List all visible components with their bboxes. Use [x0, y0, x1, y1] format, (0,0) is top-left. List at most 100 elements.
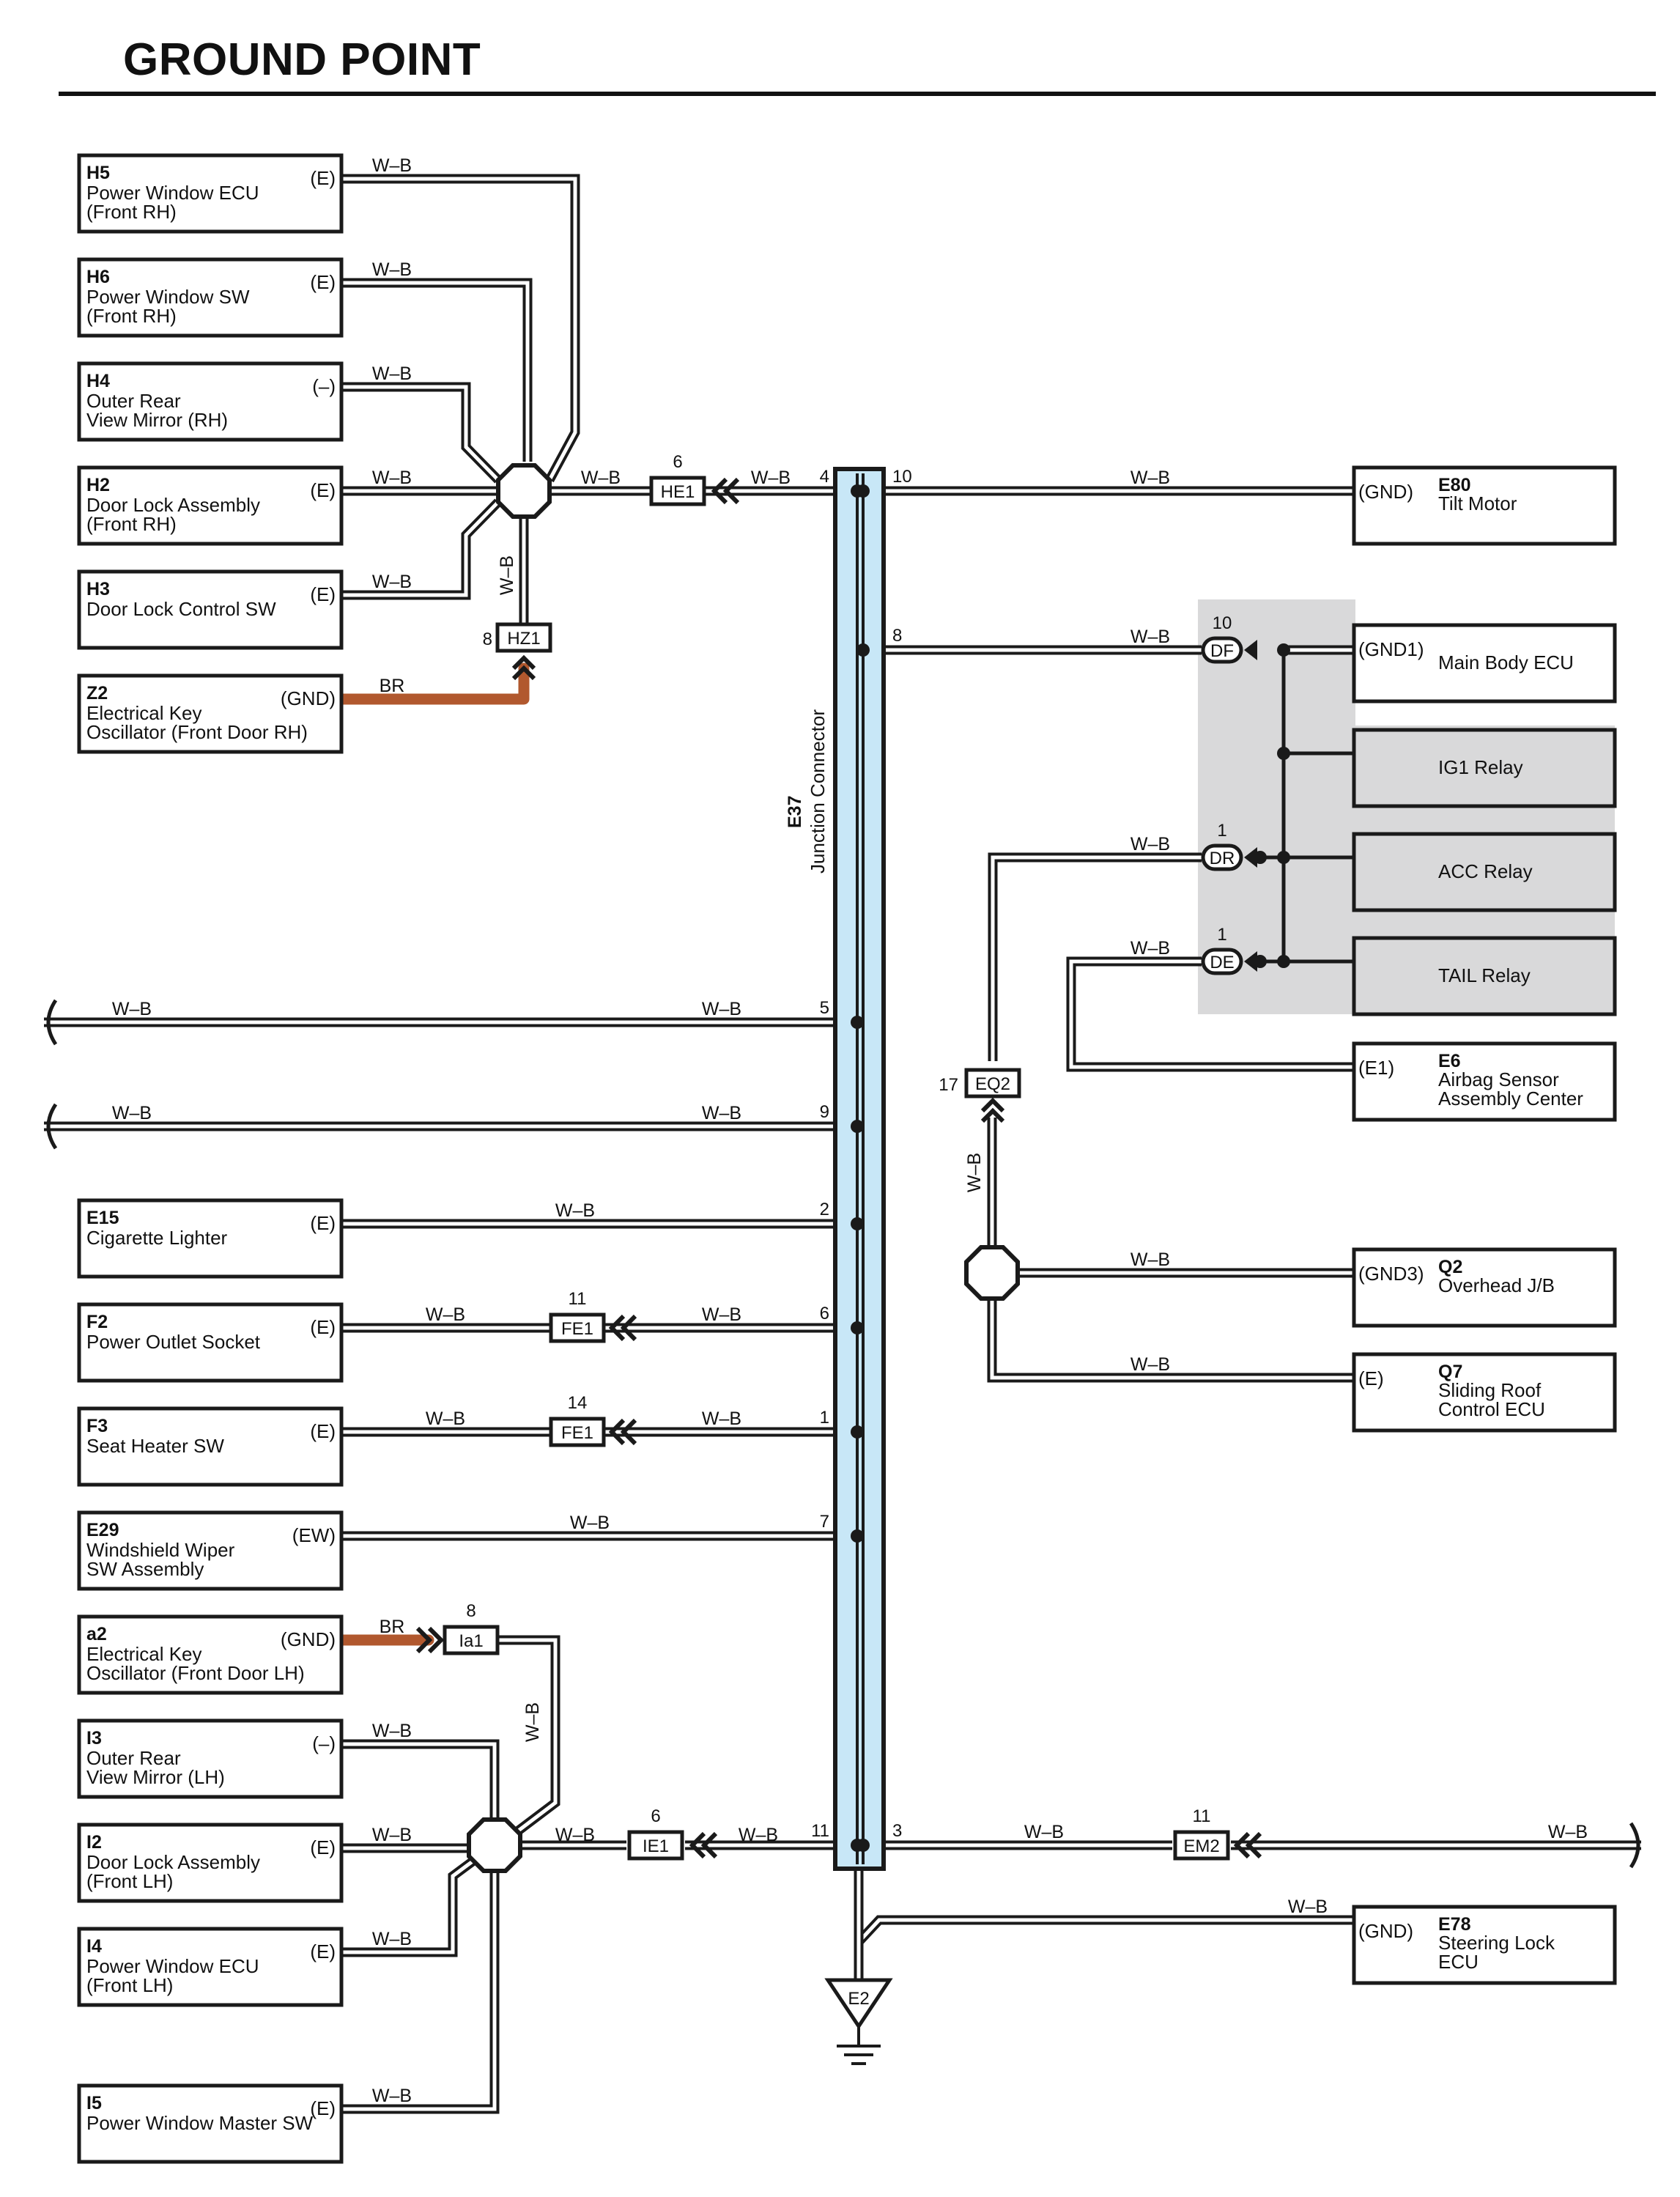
comp-q7-name: Sliding Roof	[1438, 1379, 1542, 1401]
connector-fe1-b-chevron-stroke	[608, 1418, 626, 1446]
comp-h5-box	[77, 153, 344, 234]
wire-label-wb: W–B	[372, 1721, 412, 1741]
wire-label-wb: W–B	[372, 155, 412, 176]
connector-df-code: DF	[1210, 641, 1234, 661]
wire-label-br: BR	[380, 1617, 405, 1637]
junction-pin-left: 2	[820, 1200, 829, 1219]
junction-dot-left	[851, 1120, 864, 1133]
comp-e80-name: Tilt Motor	[1438, 492, 1517, 514]
connector-ie1-box	[627, 1830, 684, 1861]
junction-code: E37	[785, 796, 805, 828]
wire-label-wb: W–B	[112, 1103, 152, 1123]
comp-h3-code: H3	[86, 579, 110, 599]
wire-e78	[854, 1915, 1354, 1979]
wire-label-wb: W–B	[372, 259, 412, 280]
wire-q7	[987, 1273, 1354, 1383]
comp-q2-name: Overhead J/B	[1438, 1274, 1555, 1296]
wire-label-wb: W–B	[702, 999, 741, 1019]
wire-label-wb: W–B	[372, 572, 412, 592]
wire-label-wb: W–B	[1131, 627, 1170, 647]
wire-ia1-splice2-core	[498, 1638, 558, 1834]
connector-fe1-b-chevron	[608, 1418, 637, 1446]
wire-i3	[341, 1739, 500, 1825]
connector-fe1-b: FE1	[549, 1417, 606, 1447]
comp-z2-name: Oscillator (Front Door RH)	[86, 721, 308, 743]
wire-label-wb: W–B	[702, 1304, 741, 1325]
connector-ia1-chevron-stroke	[427, 1626, 445, 1654]
splice-lower-left	[467, 1817, 522, 1873]
connector-df-arrow	[1244, 640, 1257, 660]
connector-he1-box	[649, 476, 706, 506]
comp-i3-terminal: (–)	[312, 1732, 336, 1754]
wire-label-wb: W–B	[1131, 1354, 1170, 1375]
wire-h4	[341, 382, 502, 484]
wire-label-wb-vertical: W–B	[522, 1702, 543, 1742]
wire-label-wb: W–B	[372, 1825, 412, 1845]
wire-label-wb: W–B	[372, 363, 412, 384]
wire-label-wb: W–B	[372, 468, 412, 488]
connector-fe1-a: FE1	[549, 1312, 606, 1343]
connector-fe1-b-code: FE1	[561, 1423, 593, 1443]
wire-label-wb: W–B	[581, 468, 621, 488]
ground-code: E2	[848, 1989, 869, 2009]
wire-label-wb: W–B	[426, 1304, 465, 1325]
connector-fe1-a-box	[549, 1312, 606, 1343]
comp-h2-code: H2	[86, 475, 110, 495]
connector-df-pin: 10	[1213, 613, 1232, 633]
connector-eq2-chevron-stroke	[980, 1107, 1005, 1123]
comp-f2-code: F2	[86, 1312, 108, 1332]
wire-label-wb: W–B	[1548, 1822, 1588, 1842]
comp-z2-terminal: (GND)	[281, 687, 336, 709]
wire-h4-core	[341, 385, 500, 481]
wire-label-wb: W–B	[751, 468, 791, 488]
comp-h5-code: H5	[86, 163, 110, 183]
wire-e78-core	[856, 1918, 1354, 1979]
connector-hz1-chevron-stroke	[511, 654, 536, 671]
comp-e6-terminal: (E1)	[1358, 1057, 1394, 1079]
comp-e6-name: Airbag Sensor	[1438, 1068, 1559, 1090]
comp-e15-box	[77, 1198, 344, 1279]
wire-label-br: BR	[380, 676, 405, 696]
connector-hz1: HZ1	[495, 622, 552, 653]
junction-dot-left	[851, 1321, 864, 1334]
comp-z2-code: Z2	[86, 683, 108, 704]
wire-label-wb: W–B	[570, 1513, 610, 1533]
junction-pin-left: 11	[811, 1821, 829, 1841]
relay-dot	[1277, 747, 1290, 760]
title-rule	[59, 92, 1656, 96]
connector-em2-code: EM2	[1183, 1836, 1219, 1856]
junction-dot-left	[851, 1217, 864, 1230]
comp-a2-code: a2	[86, 1624, 107, 1644]
comp-h5-terminal: (E)	[310, 167, 336, 189]
comp-e78-terminal: (GND)	[1358, 1920, 1413, 1942]
comp-acc-relay-name: ACC Relay	[1438, 860, 1533, 882]
comp-i5-code: I5	[86, 2093, 102, 2113]
connector-fe1-a-code: FE1	[561, 1319, 593, 1339]
comp-e78-code: E78	[1438, 1914, 1471, 1935]
comp-e15-code: E15	[86, 1208, 119, 1228]
connector-dr-code: DR	[1210, 849, 1235, 868]
connector-ie1-chevron	[689, 1831, 718, 1859]
wire-label-wb: W–B	[702, 1103, 741, 1123]
connector-dr-box	[1201, 843, 1243, 871]
comp-h4-name: Outer Rear	[86, 390, 181, 412]
comp-e80-box	[1352, 465, 1617, 546]
junction-dot-right	[856, 643, 870, 657]
comp-i3-box	[77, 1718, 344, 1799]
page-title: GROUND POINT	[123, 34, 481, 85]
comp-i2-terminal: (E)	[310, 1836, 336, 1858]
wire-h6	[341, 278, 533, 462]
connector-ie1: IE1	[627, 1830, 684, 1861]
comp-q7-code: Q7	[1438, 1362, 1462, 1382]
junction-dot-left	[851, 1016, 864, 1029]
wire-q7-core	[990, 1273, 1354, 1380]
comp-f3-terminal: (E)	[310, 1420, 336, 1442]
junction-dot-right	[856, 484, 870, 498]
connector-ia1-code: Ia1	[459, 1631, 483, 1651]
relay-dot	[1277, 851, 1290, 864]
